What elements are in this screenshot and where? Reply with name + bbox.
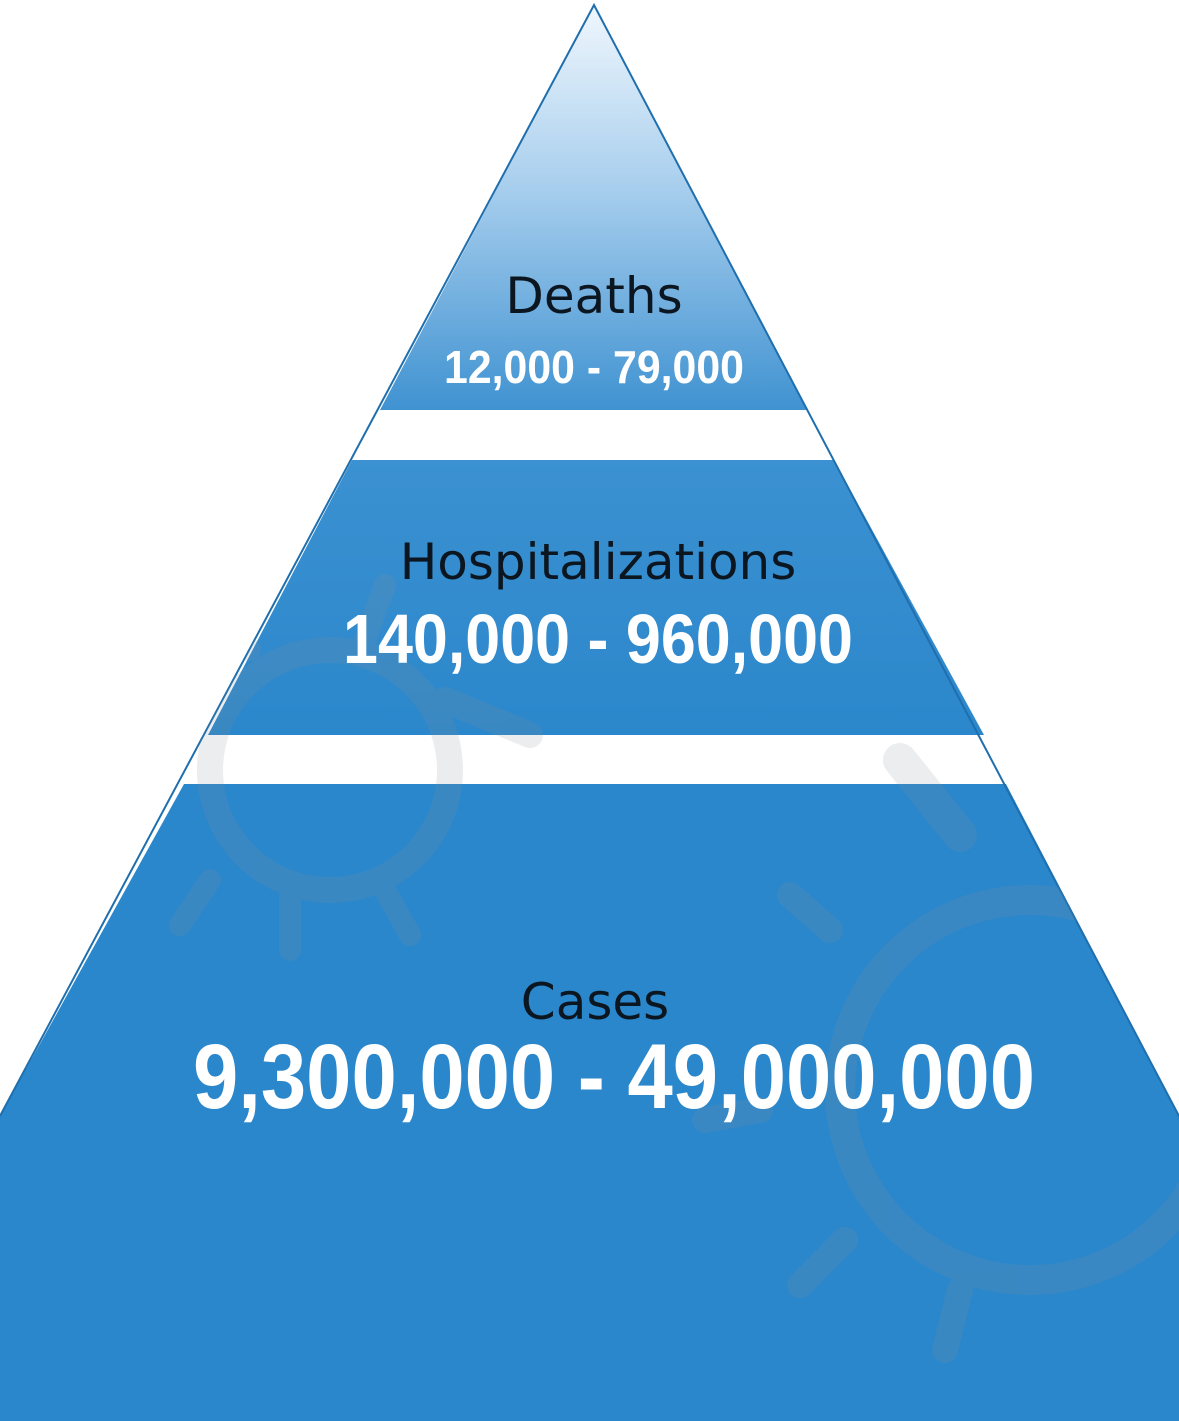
deaths-label: Deaths: [505, 267, 682, 325]
pyramid-outline: [0, 2, 1179, 1117]
hospitalizations-value: 140,000 - 960,000: [343, 600, 853, 678]
tier-hospitalizations-shape: [208, 460, 984, 735]
virus-icon: [692, 743, 1179, 1363]
tier-deaths-shape: [380, 5, 808, 410]
tier-cases-shape: [0, 784, 1179, 1421]
cases-value: 9,300,000 - 49,000,000: [193, 1026, 1035, 1128]
cases-label: Cases: [521, 973, 669, 1031]
deaths-value: 12,000 - 79,000: [444, 341, 744, 393]
hospitalizations-label: Hospitalizations: [400, 533, 797, 591]
